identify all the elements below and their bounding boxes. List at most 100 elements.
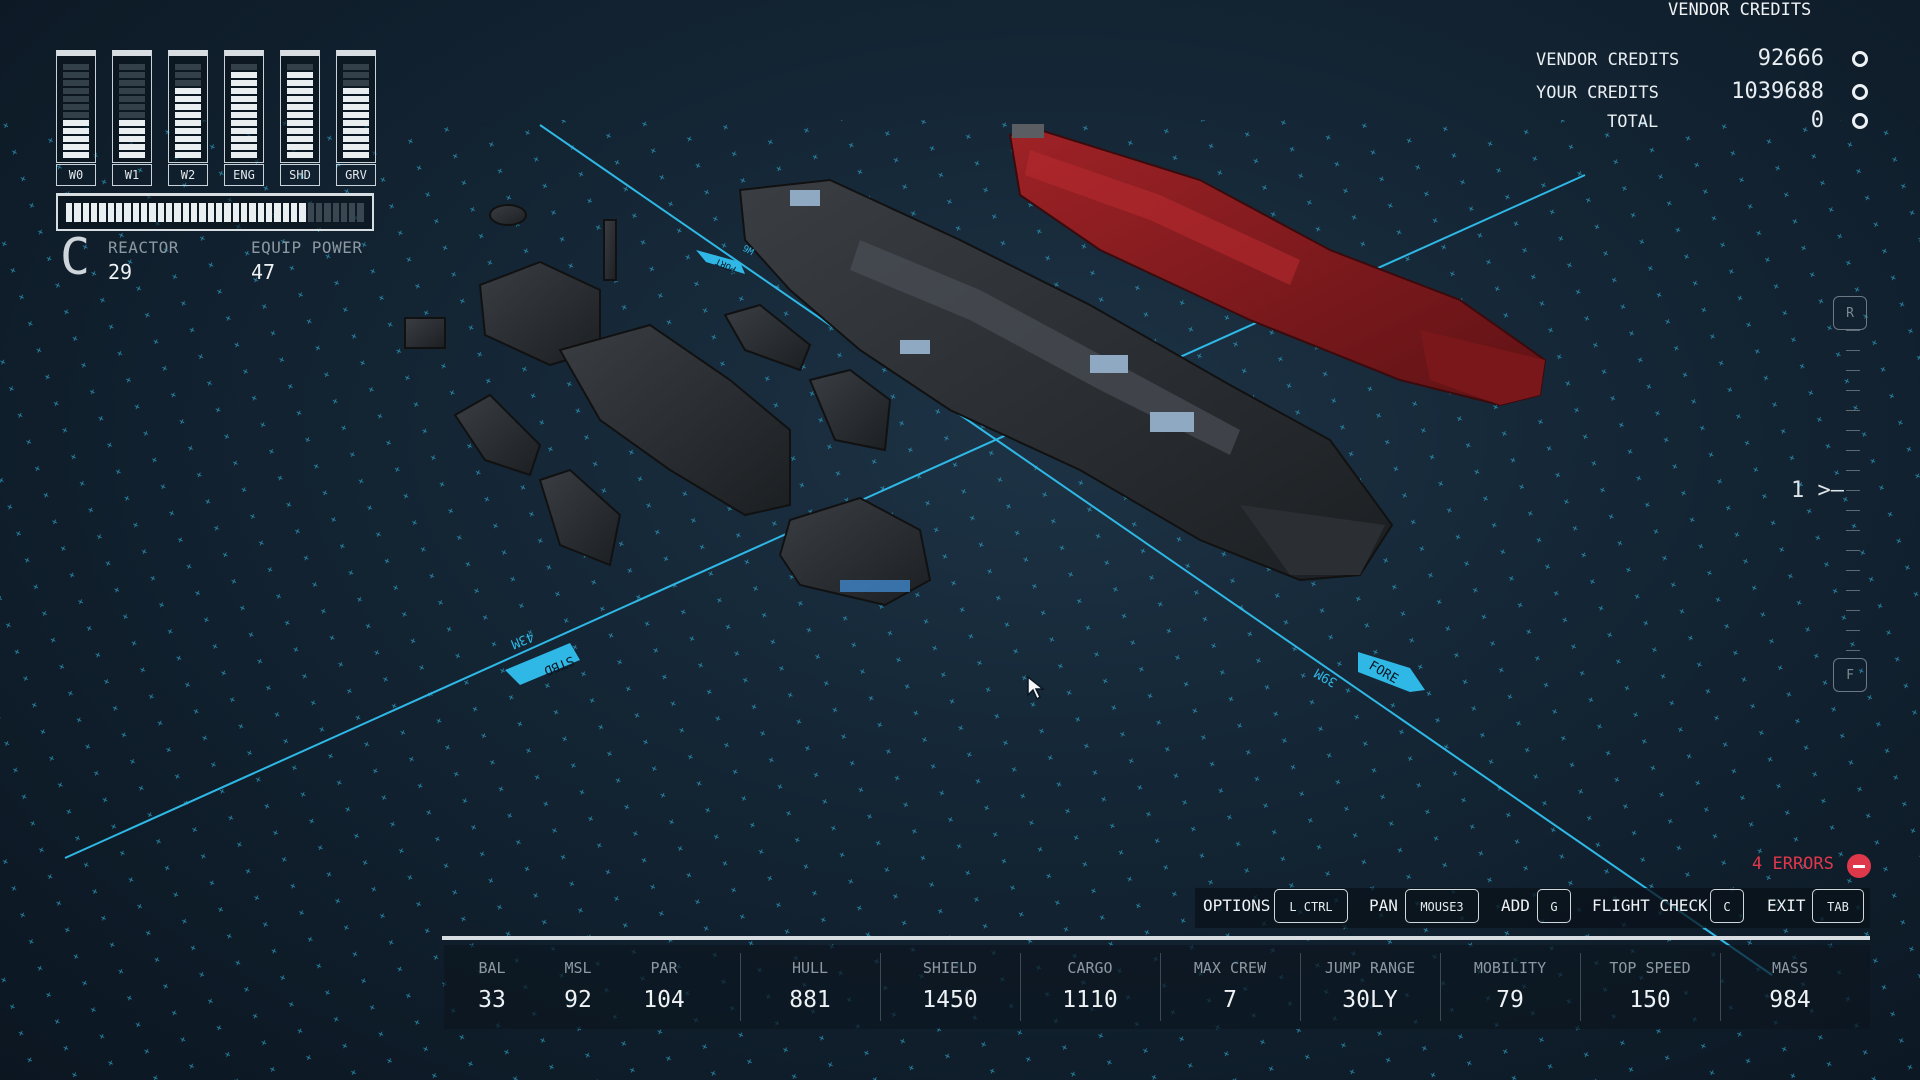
flight-check-key[interactable]: C <box>1710 889 1744 923</box>
options-key[interactable]: L CTRL <box>1274 889 1348 923</box>
reactor-segment <box>307 203 314 222</box>
power-segment <box>119 136 145 142</box>
main-ship-hull[interactable] <box>738 178 1394 582</box>
reactor-segment <box>282 203 289 222</box>
reactor-segment <box>140 203 148 222</box>
stat-bal-label: BAL <box>478 959 506 977</box>
stat-separator <box>1300 953 1301 1021</box>
power-segment <box>175 152 201 158</box>
power-segment <box>287 64 313 70</box>
zoom-level-value: 1 <box>1791 478 1805 503</box>
add-key[interactable]: G <box>1537 889 1571 923</box>
power-segment <box>119 152 145 158</box>
power-segment <box>231 104 257 110</box>
power-segment <box>231 128 257 134</box>
power-bar-grv[interactable]: GRV <box>336 50 376 186</box>
reactor-label: REACTOR <box>108 238 179 257</box>
reactor-value: 29 <box>108 260 133 284</box>
ship-modules[interactable] <box>404 204 932 607</box>
credits-icon <box>1852 84 1868 100</box>
vendor-credits-label-pos: VENDOR CREDITS <box>1536 50 1680 70</box>
zoom-tick <box>1846 330 1860 331</box>
reactor-segment <box>199 203 206 222</box>
stat-separator <box>1440 953 1441 1021</box>
power-segment <box>119 128 145 134</box>
stat-mobility-label: MOBILITY <box>1473 959 1547 977</box>
power-segment <box>63 120 89 126</box>
reactor-segment <box>332 203 339 222</box>
red-docked-ship[interactable] <box>1008 124 1547 407</box>
reactor-segment <box>90 203 98 222</box>
reactor-segment <box>315 203 323 222</box>
total-value: 0 <box>1810 108 1824 133</box>
power-segment <box>343 96 369 102</box>
power-bar-w2[interactable]: W2 <box>168 50 208 186</box>
zoom-tick <box>1846 570 1860 571</box>
stat-separator <box>1020 953 1021 1021</box>
power-bar-shd[interactable]: SHD <box>280 50 320 186</box>
reactor-segment <box>190 203 198 222</box>
zoom-tick <box>1846 470 1860 471</box>
power-segment <box>119 64 145 70</box>
options-label: OPTIONS <box>1203 896 1271 915</box>
stat-jump-range-value: 30LY <box>1342 987 1398 1013</box>
equip-power-label: EQUIP POWER <box>251 238 363 257</box>
zoom-tick <box>1846 550 1860 551</box>
power-segment <box>287 88 313 94</box>
add-label: ADD <box>1501 896 1530 915</box>
zoom-out-key[interactable]: F <box>1833 658 1867 692</box>
errors-indicator[interactable]: 4 ERRORS <box>1752 854 1834 874</box>
power-segment <box>175 128 201 134</box>
power-label-w1: W1 <box>112 164 152 186</box>
power-bar-eng[interactable]: ENG <box>224 50 264 186</box>
zoom-in-key[interactable]: R <box>1833 296 1867 330</box>
stat-cargo-label: CARGO <box>1067 959 1113 977</box>
zoom-scale[interactable] <box>1846 330 1860 651</box>
stat-bal-value: 33 <box>478 987 506 1013</box>
power-segment <box>231 136 257 142</box>
ship-class: C <box>60 228 91 286</box>
power-segment <box>175 136 201 142</box>
reactor-segment <box>66 203 73 222</box>
power-segment <box>63 80 89 86</box>
power-segment <box>287 136 313 142</box>
reactor-segment <box>249 203 256 222</box>
reactor-segment <box>340 203 348 222</box>
power-segment <box>343 144 369 150</box>
power-segment <box>63 112 89 118</box>
power-segment <box>231 152 257 158</box>
power-segment <box>343 152 369 158</box>
power-segment <box>63 136 89 142</box>
power-segment <box>343 88 369 94</box>
power-segment <box>175 88 201 94</box>
zoom-tick <box>1846 450 1860 451</box>
power-segment <box>175 64 201 70</box>
power-segment <box>231 120 257 126</box>
zoom-tick <box>1846 650 1860 651</box>
power-segment <box>175 120 201 126</box>
power-bar-w1[interactable]: W1 <box>112 50 152 186</box>
power-bar-w0[interactable]: W0 <box>56 50 96 186</box>
power-segment <box>119 144 145 150</box>
stat-cargo-value: 1110 <box>1062 987 1118 1013</box>
zoom-tick <box>1846 510 1860 511</box>
stbd-tag: STBD 43M <box>505 628 580 685</box>
power-segment <box>63 72 89 78</box>
pan-key[interactable]: MOUSE3 <box>1405 889 1479 923</box>
credits-icon <box>1852 51 1868 67</box>
power-segment <box>63 144 89 150</box>
reactor-segment <box>224 203 231 222</box>
exit-key[interactable]: TAB <box>1812 889 1864 923</box>
your-credits-value: 1039688 <box>1731 79 1824 104</box>
reactor-segment <box>299 203 306 222</box>
reactor-segment <box>265 203 273 222</box>
power-segment <box>63 96 89 102</box>
